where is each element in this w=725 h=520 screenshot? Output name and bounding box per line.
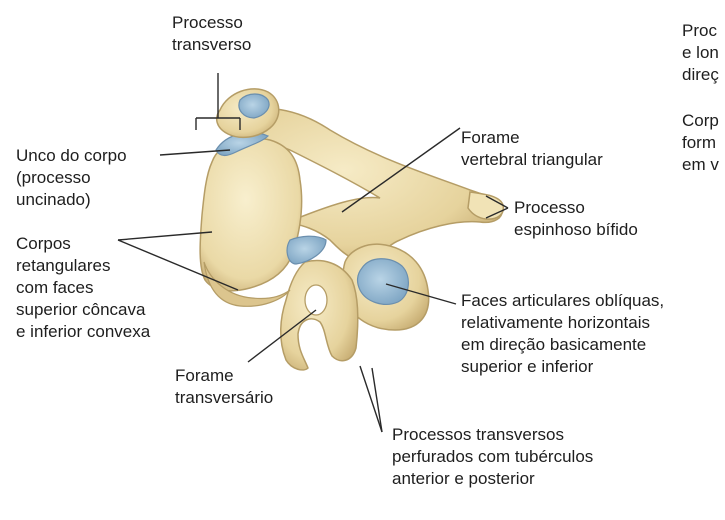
leader-processos-1 — [360, 366, 382, 432]
label-cut-top-right: Proc e lon direç — [682, 20, 719, 86]
vertebral-body — [200, 138, 301, 291]
label-processos-transversos-perfurados: Processos transversos perfurados com tub… — [392, 424, 593, 490]
label-processo-transverso: Processo transverso — [172, 12, 251, 56]
leader-processos-2 — [372, 368, 382, 432]
label-forame-vertebral: Forame vertebral triangular — [461, 127, 603, 171]
articular-facet-right — [358, 259, 409, 305]
label-faces-articulares: Faces articulares oblíquas, relativament… — [461, 290, 664, 378]
label-forame-transversario: Forame transversário — [175, 365, 273, 409]
transverse-process-lower — [281, 261, 358, 370]
label-cut-mid-right: Corp form em v — [682, 110, 719, 176]
label-processo-espinhoso: Processo espinhoso bífido — [514, 197, 638, 241]
label-corpos-retangulares: Corpos retangulares com faces superior c… — [16, 233, 150, 343]
uncinate-process-right — [287, 236, 326, 264]
label-unco-do-corpo: Unco do corpo (processo uncinado) — [16, 145, 127, 211]
